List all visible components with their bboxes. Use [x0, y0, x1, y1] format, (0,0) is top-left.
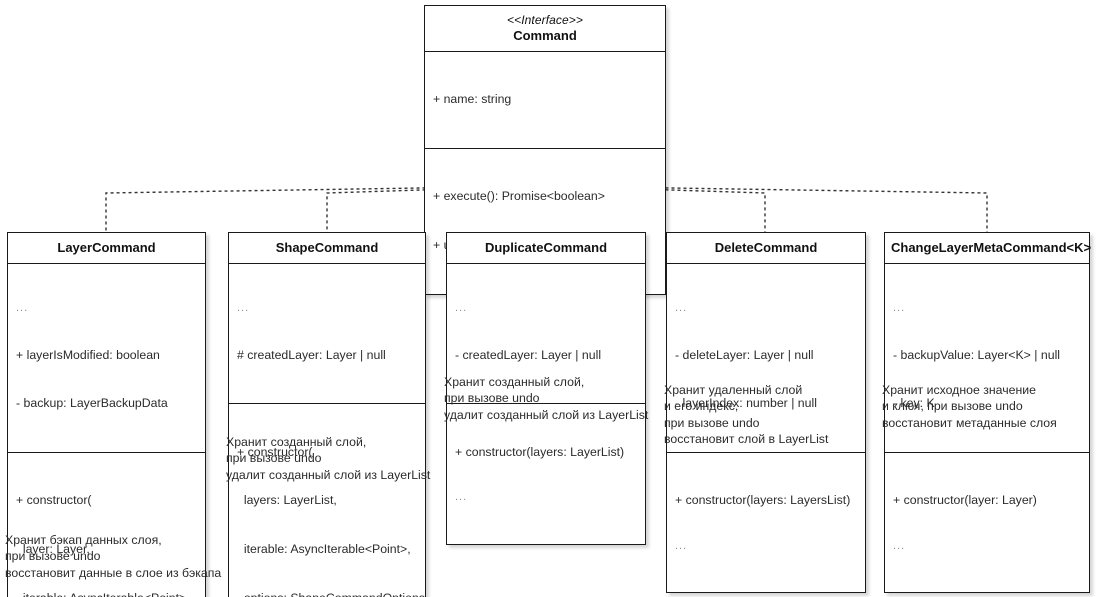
- attribute-item: - deleteLayer: Layer | null: [675, 347, 814, 362]
- note-layer-command: Хранит бэкап данных слоя, при вызове und…: [5, 533, 222, 580]
- attribute-item: - backup: LayerBackupData: [16, 396, 168, 411]
- operation-item: + constructor(: [16, 493, 92, 508]
- class-box-change-layer-meta-command[interactable]: ChangeLayerMetaCommand<K> ... - backupVa…: [884, 232, 1092, 594]
- ellipsis-marker: ...: [893, 540, 906, 553]
- attributes-compartment-shape-command: ... # createdLayer: Layer | null: [229, 264, 425, 403]
- operations-compartment-change-layer-meta-command: + constructor(layer: Layer) ...: [885, 453, 1089, 592]
- stereotype-interface: <<Interface>>: [506, 13, 584, 27]
- compartment-divider: [667, 452, 865, 454]
- attribute-item: - createdLayer: Layer | null: [455, 347, 602, 362]
- note-delete-command: Хранит удаленный слой и его индекс, при …: [664, 383, 829, 446]
- attributes-compartment-duplicate-command: ... - createdLayer: Layer | null: [447, 264, 645, 403]
- class-box-layer-command[interactable]: LayerCommand ... + layerIsModified: bool…: [7, 232, 206, 597]
- note-shape-command: Хранит созданный слой, при вызове undo у…: [226, 435, 431, 482]
- compartment-divider: [447, 403, 645, 405]
- operation-item: + constructor(layers: LayersList): [675, 493, 851, 508]
- operation-item: iterable: AsyncIterable<Point>,: [237, 542, 411, 557]
- operations-compartment-shape-command: + constructor( layers: LayerList, iterab…: [229, 404, 425, 597]
- note-change-layer-meta-command: Хранит исходное значение и ключ, при выз…: [882, 383, 1057, 430]
- ellipsis-marker: ...: [237, 302, 250, 315]
- class-title-shape-command: ShapeCommand: [275, 240, 379, 255]
- operation-item: iterable: AsyncIterable<Point>: [16, 590, 198, 597]
- operations-compartment-layer-command: + constructor( layer: Layer, iterable: A…: [8, 453, 205, 597]
- class-name-command: Command: [513, 28, 577, 43]
- compartment-divider: [885, 452, 1089, 454]
- ellipsis-marker: ...: [455, 302, 468, 315]
- class-title-duplicate-command: DuplicateCommand: [484, 240, 608, 255]
- class-title-layer-command: LayerCommand: [57, 240, 156, 255]
- ellipsis-marker: ...: [893, 302, 906, 315]
- operations-compartment-delete-command: + constructor(layers: LayersList) ...: [667, 453, 865, 592]
- operations-compartment-duplicate-command: + constructor(layers: LayerList) ...: [447, 404, 645, 543]
- operation-item: options: ShapeCommandOptions: [237, 590, 425, 597]
- class-title-delete-command: DeleteCommand: [714, 240, 818, 255]
- attributes-compartment-layer-command: ... + layerIsModified: boolean - backup:…: [8, 264, 205, 452]
- compartment-divider: [447, 263, 645, 264]
- operation-item: layers: LayerList,: [237, 493, 337, 508]
- operation-item: + constructor(layers: LayerList): [455, 444, 625, 459]
- attributes-compartment-command: + name: string: [425, 52, 665, 148]
- ellipsis-marker: ...: [16, 302, 29, 315]
- compartment-divider: [229, 403, 425, 405]
- ellipsis-marker: ...: [455, 491, 468, 504]
- attributes-compartment-change-layer-meta-command: ... - backupValue: Layer<K> | null - key…: [885, 264, 1089, 452]
- compartment-divider: [8, 263, 205, 264]
- class-title-change-layer-meta-command: ChangeLayerMetaCommand<K>: [891, 240, 1092, 255]
- compartment-divider: [885, 263, 1089, 264]
- class-title-command: <<Interface>> Command: [425, 6, 665, 51]
- compartment-divider: [425, 51, 665, 52]
- ellipsis-marker: ...: [675, 302, 688, 315]
- note-duplicate-command: Хранит созданный слой, при вызове undo у…: [444, 375, 649, 422]
- class-box-delete-command[interactable]: DeleteCommand ... - deleteLayer: Layer |…: [666, 232, 866, 594]
- attribute-item: - layerIndex: number | null: [675, 396, 817, 411]
- attributes-compartment-delete-command: ... - deleteLayer: Layer | null - layerI…: [667, 264, 865, 452]
- operation-item: + constructor(layer: Layer): [893, 493, 1037, 508]
- operation-item: layer: Layer,: [16, 542, 90, 557]
- compartment-divider: [8, 452, 205, 454]
- compartment-divider: [229, 263, 425, 264]
- operation-item: + execute(): Promise<boolean>: [433, 189, 605, 204]
- attribute-item: + name: string: [433, 92, 512, 107]
- compartment-divider: [667, 263, 865, 264]
- ellipsis-marker: ...: [675, 540, 688, 553]
- operation-item: + constructor(: [237, 444, 313, 459]
- attribute-item: - backupValue: Layer<K> | null: [893, 347, 1061, 362]
- attribute-item: # createdLayer: Layer | null: [237, 347, 386, 362]
- attribute-item: + layerIsModified: boolean: [16, 347, 160, 362]
- class-box-shape-command[interactable]: ShapeCommand ... # createdLayer: Layer |…: [228, 232, 426, 597]
- class-box-duplicate-command[interactable]: DuplicateCommand ... - createdLayer: Lay…: [446, 232, 646, 545]
- attribute-item: - key: K: [893, 396, 935, 411]
